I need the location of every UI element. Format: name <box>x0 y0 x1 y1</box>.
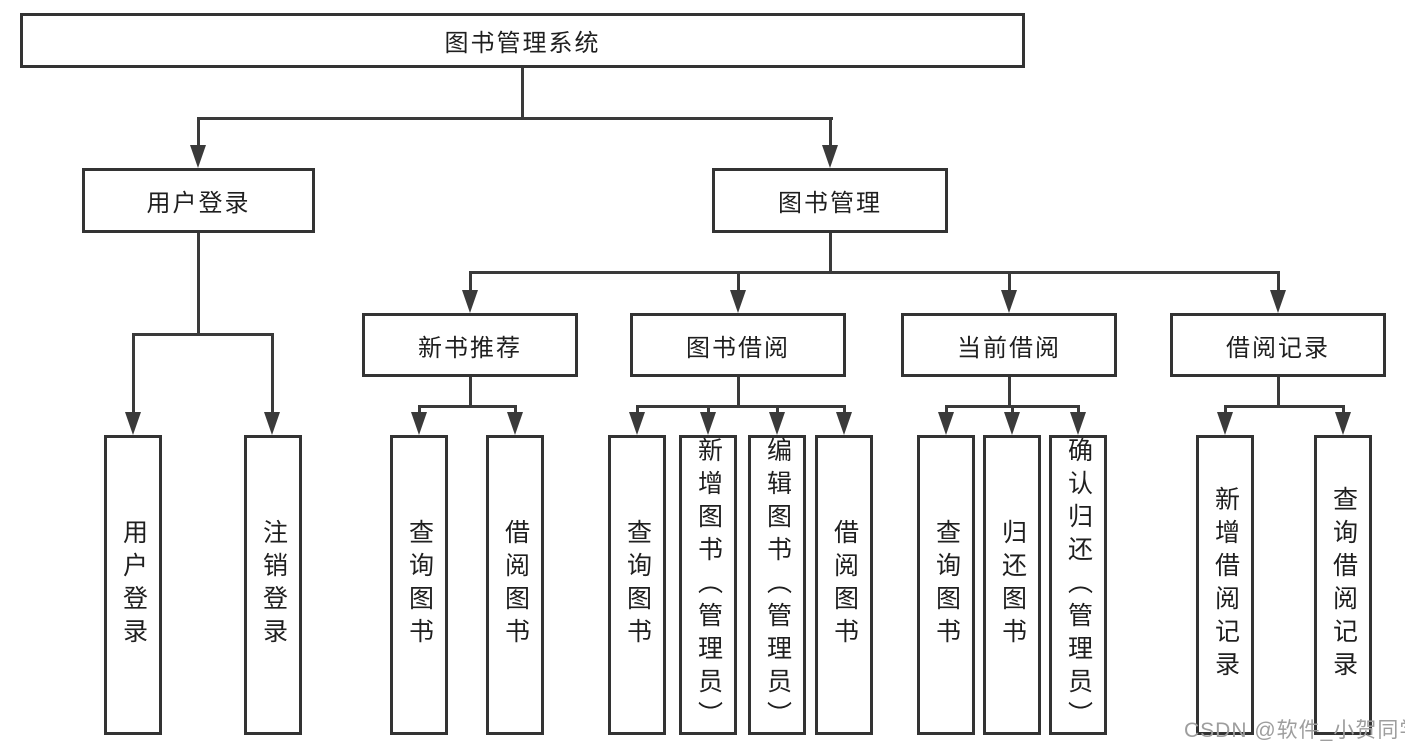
leaf-add-books-admin-label: 新增图书（管理员） <box>694 436 723 734</box>
leaf-edit-books-admin-label: 编辑图书（管理员） <box>763 436 792 734</box>
leaf-edit-books-admin: 编辑图书（管理员） <box>748 435 806 735</box>
leaf-logout: 注销登录 <box>244 435 302 735</box>
arrowhead-down-icon <box>700 412 716 435</box>
leaf-current-query-books: 查询图书 <box>917 435 975 735</box>
connector-stub <box>776 405 779 414</box>
connector-borrowrecords-branch <box>1224 405 1345 408</box>
arrowhead-down-icon <box>1270 290 1286 313</box>
leaf-user-login-label: 用户登录 <box>119 519 148 651</box>
leaf-borrow-books: 借阅图书 <box>815 435 873 735</box>
connector-stub <box>271 333 274 412</box>
leaf-recommend-borrow-books: 借阅图书 <box>486 435 544 735</box>
arrowhead-down-icon <box>629 412 645 435</box>
node-book-management: 图书管理 <box>712 168 948 233</box>
arrowhead-down-icon <box>507 412 523 435</box>
arrowhead-down-icon <box>1070 412 1086 435</box>
leaf-return-books: 归还图书 <box>983 435 1041 735</box>
leaf-recommend-borrow-books-label: 借阅图书 <box>501 519 530 651</box>
connector-borrowrecords-drop <box>1277 377 1280 408</box>
leaf-logout-label: 注销登录 <box>259 519 288 651</box>
connector-stub <box>469 271 472 290</box>
leaf-query-borrow-record-label: 查询借阅记录 <box>1329 486 1358 684</box>
connector-stub <box>1011 405 1014 414</box>
connector-root-drop <box>521 68 524 120</box>
arrowhead-down-icon <box>1217 412 1233 435</box>
connector-stub <box>945 405 948 414</box>
node-book-management-label: 图书管理 <box>778 190 882 217</box>
arrowhead-down-icon <box>264 412 280 435</box>
connector-stub <box>1277 271 1280 290</box>
arrowhead-down-icon <box>1335 412 1351 435</box>
node-current-borrow-label: 当前借阅 <box>957 334 1061 362</box>
connector-stub <box>1077 405 1080 414</box>
node-new-book-recommend-label: 新书推荐 <box>418 334 522 362</box>
arrowhead-down-icon <box>190 145 206 168</box>
connector-bookmgmt-branch <box>469 271 1280 274</box>
leaf-confirm-return-admin: 确认归还（管理员） <box>1049 435 1107 735</box>
connector-stub <box>737 271 740 290</box>
node-user-login: 用户登录 <box>82 168 315 233</box>
connector-stub <box>1008 271 1011 290</box>
connector-stub <box>843 405 846 414</box>
connector-userlogin-drop <box>197 233 200 336</box>
connector-stub <box>1224 405 1227 414</box>
leaf-add-books-admin: 新增图书（管理员） <box>679 435 737 735</box>
arrowhead-down-icon <box>1001 290 1017 313</box>
connector-stub <box>636 405 639 414</box>
arrowhead-down-icon <box>822 145 838 168</box>
leaf-current-query-books-label: 查询图书 <box>932 519 961 651</box>
arrowhead-down-icon <box>938 412 954 435</box>
leaf-query-borrow-record: 查询借阅记录 <box>1314 435 1372 735</box>
arrowhead-down-icon <box>836 412 852 435</box>
connector-newbook-drop <box>469 377 472 408</box>
connector-newbook-branch <box>418 405 517 408</box>
connector-stub <box>707 405 710 414</box>
csdn-watermark: CSDN @软件_小贺同学 <box>1184 719 1405 742</box>
arrowhead-down-icon <box>462 290 478 313</box>
arrowhead-down-icon <box>411 412 427 435</box>
node-borrow-records: 借阅记录 <box>1170 313 1386 377</box>
arrowhead-down-icon <box>730 290 746 313</box>
connector-root-branch <box>197 117 833 120</box>
node-root-label: 图书管理系统 <box>444 30 601 57</box>
node-book-borrow-label: 图书借阅 <box>686 334 790 362</box>
node-current-borrow: 当前借阅 <box>901 313 1117 377</box>
connector-stub <box>418 405 421 414</box>
arrowhead-down-icon <box>1004 412 1020 435</box>
leaf-borrow-query-books: 查询图书 <box>608 435 666 735</box>
leaf-recommend-query-books-label: 查询图书 <box>405 519 434 651</box>
arrowhead-down-icon <box>769 412 785 435</box>
node-book-borrow: 图书借阅 <box>630 313 846 377</box>
node-root: 图书管理系统 <box>20 13 1025 68</box>
connector-bookborrow-branch <box>636 405 846 408</box>
connector-stub <box>132 333 135 412</box>
leaf-user-login: 用户登录 <box>104 435 162 735</box>
connector-userlogin-branch <box>132 333 274 336</box>
leaf-borrow-books-label: 借阅图书 <box>830 519 859 651</box>
node-user-login-label: 用户登录 <box>146 190 251 217</box>
connector-bookborrow-drop <box>737 377 740 408</box>
leaf-add-borrow-record: 新增借阅记录 <box>1196 435 1254 735</box>
leaf-confirm-return-admin-label: 确认归还（管理员） <box>1064 436 1093 734</box>
connector-currentborrow-drop <box>1008 377 1011 408</box>
node-new-book-recommend: 新书推荐 <box>362 313 578 377</box>
leaf-recommend-query-books: 查询图书 <box>390 435 448 735</box>
connector-stub <box>197 117 200 146</box>
leaf-add-borrow-record-label: 新增借阅记录 <box>1211 486 1240 684</box>
leaf-borrow-query-books-label: 查询图书 <box>623 519 652 651</box>
arrowhead-down-icon <box>125 412 141 435</box>
connector-stub <box>514 405 517 414</box>
connector-stub <box>829 117 832 146</box>
connector-bookmgmt-drop <box>829 233 832 274</box>
connector-stub <box>1342 405 1345 414</box>
leaf-return-books-label: 归还图书 <box>998 519 1027 651</box>
node-borrow-records-label: 借阅记录 <box>1226 334 1330 362</box>
